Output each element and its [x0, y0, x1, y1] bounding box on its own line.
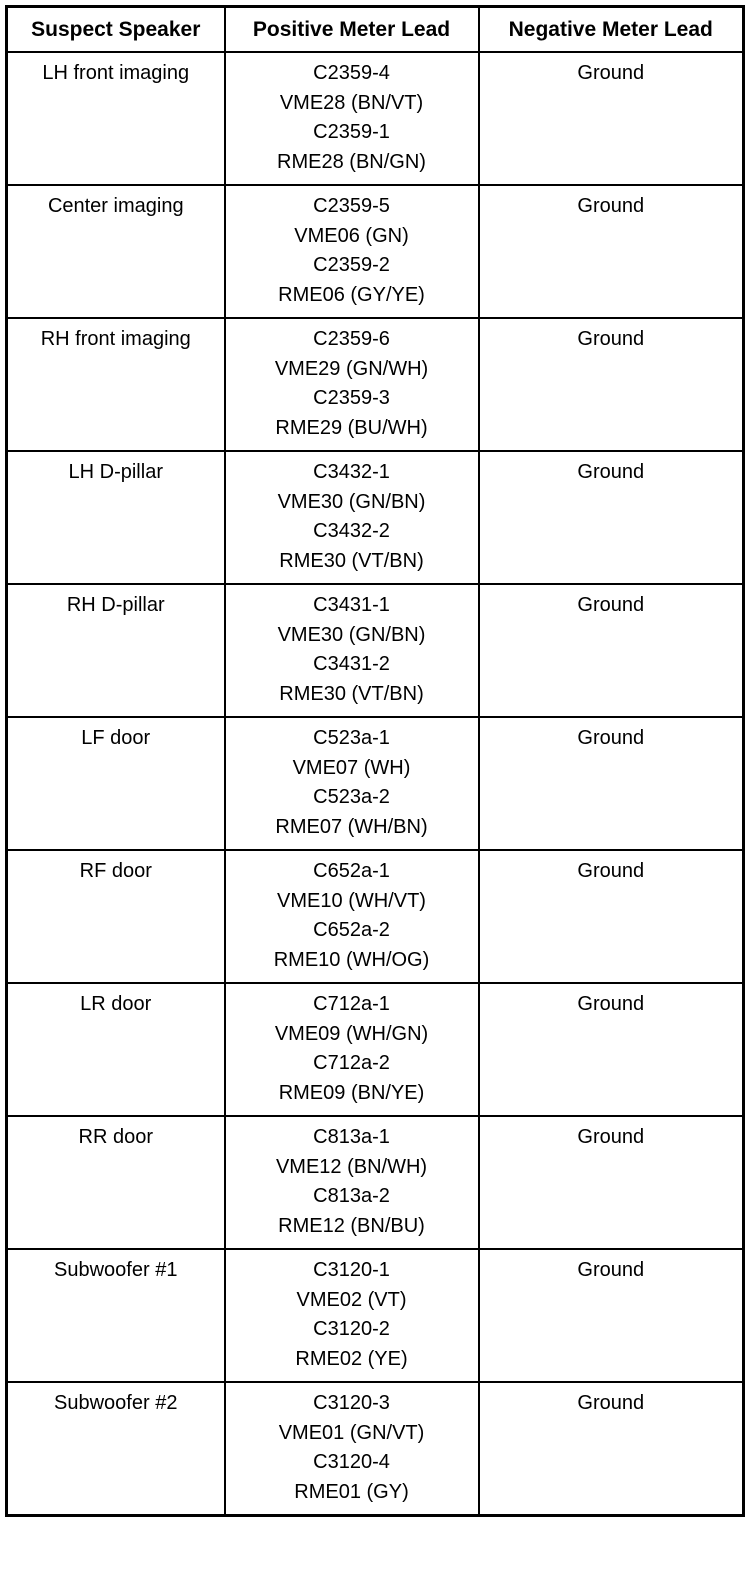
cell-suspect-speaker: Subwoofer #2	[5, 1381, 226, 1516]
positive-lead-line: VME28 (BN/VT)	[279, 91, 424, 114]
cell-suspect-speaker: Center imaging	[5, 184, 226, 319]
positive-lead-line: C3120-3	[313, 1392, 390, 1414]
positive-lead-line: C813a-2	[313, 1185, 390, 1207]
header-positive-meter-lead: Positive Meter Lead	[223, 5, 480, 53]
cell-negative-meter-lead: Ground	[477, 450, 745, 585]
cell-negative-meter-lead: Ground	[477, 583, 745, 718]
positive-lead-line: C712a-1	[313, 993, 390, 1015]
cell-suspect-speaker: Subwoofer #1	[5, 1248, 226, 1383]
cell-negative-meter-lead: Ground	[477, 1248, 745, 1383]
cell-suspect-speaker: LF door	[5, 716, 226, 851]
positive-lead-line: C2359-3	[313, 387, 390, 409]
cell-negative-meter-lead: Ground	[477, 982, 745, 1117]
positive-lead-line: C3431-2	[313, 653, 390, 675]
cell-suspect-speaker: RF door	[5, 849, 226, 984]
positive-lead-line: C2359-4	[313, 62, 390, 84]
cell-negative-meter-lead: Ground	[477, 1115, 745, 1250]
cell-suspect-speaker: RH front imaging	[5, 317, 226, 452]
positive-lead-line: VME29 (GN/WH)	[274, 357, 429, 380]
positive-lead-line: RME30 (VT/BN)	[279, 682, 424, 705]
positive-lead-line: C3120-1	[313, 1259, 390, 1281]
cell-negative-meter-lead: Ground	[477, 716, 745, 851]
positive-lead-line: C712a-2	[313, 1052, 390, 1074]
positive-lead-line: VME01 (GN/VT)	[278, 1421, 425, 1444]
speaker-test-table-container: Suspect Speaker Positive Meter Lead Nega…	[5, 5, 745, 1517]
positive-lead-line: VME09 (WH/GN)	[274, 1022, 429, 1045]
positive-lead-line: C3431-1	[313, 594, 390, 616]
positive-lead-line: RME02 (YE)	[295, 1347, 408, 1370]
cell-suspect-speaker: RR door	[5, 1115, 226, 1250]
positive-lead-line: C652a-2	[313, 919, 390, 941]
positive-lead-line: VME07 (WH)	[292, 756, 411, 779]
positive-lead-line: VME30 (GN/BN)	[277, 490, 426, 513]
speaker-test-table: Suspect Speaker Positive Meter Lead Nega…	[5, 5, 745, 1517]
positive-lead-line: C3432-2	[313, 520, 390, 542]
positive-lead-line: C2359-2	[313, 254, 390, 276]
positive-lead-line: C2359-5	[313, 195, 390, 217]
cell-suspect-speaker: LH D-pillar	[5, 450, 226, 585]
positive-lead-line: C3432-1	[313, 461, 390, 483]
positive-lead-line: C3120-4	[313, 1451, 390, 1473]
cell-negative-meter-lead: Ground	[477, 1381, 745, 1516]
positive-lead-line: C2359-1	[313, 121, 390, 143]
positive-lead-line: RME28 (BN/GN)	[277, 150, 426, 173]
cell-negative-meter-lead: Ground	[477, 849, 745, 984]
header-negative-meter-lead: Negative Meter Lead	[477, 5, 745, 53]
positive-lead-line: VME06 (GN)	[294, 224, 409, 247]
header-suspect-speaker: Suspect Speaker	[5, 5, 226, 53]
positive-lead-line: C523a-1	[313, 727, 390, 749]
positive-lead-line: VME30 (GN/BN)	[277, 623, 426, 646]
cell-suspect-speaker: LH front imaging	[5, 51, 226, 186]
positive-lead-line: C813a-1	[313, 1126, 390, 1148]
positive-lead-line: C3120-2	[313, 1318, 390, 1340]
table-header-row: Suspect Speaker Positive Meter Lead Nega…	[5, 5, 745, 53]
positive-lead-line: C2359-6	[313, 328, 390, 350]
positive-lead-line: RME01 (GY)	[294, 1480, 409, 1503]
positive-lead-line: RME06 (GY/YE)	[278, 283, 425, 306]
positive-lead-line: RME29 (BU/WH)	[275, 416, 428, 439]
positive-lead-line: RME10 (WH/OG)	[273, 948, 430, 971]
positive-lead-line: VME02 (VT)	[296, 1288, 407, 1311]
positive-lead-line: VME10 (WH/VT)	[277, 889, 426, 912]
positive-lead-line: RME12 (BN/BU)	[278, 1214, 425, 1237]
cell-suspect-speaker: LR door	[5, 982, 226, 1117]
cell-negative-meter-lead: Ground	[477, 317, 745, 452]
positive-lead-line: RME07 (WH/BN)	[275, 815, 428, 838]
cell-negative-meter-lead: Ground	[477, 51, 745, 186]
positive-lead-line: VME12 (BN/WH)	[275, 1155, 428, 1178]
positive-lead-line: RME09 (BN/YE)	[278, 1081, 425, 1104]
positive-lead-line: C523a-2	[313, 786, 390, 808]
cell-negative-meter-lead: Ground	[477, 184, 745, 319]
positive-lead-line: RME30 (VT/BN)	[279, 549, 424, 572]
positive-lead-line: C652a-1	[313, 860, 390, 882]
cell-suspect-speaker: RH D-pillar	[5, 583, 226, 718]
